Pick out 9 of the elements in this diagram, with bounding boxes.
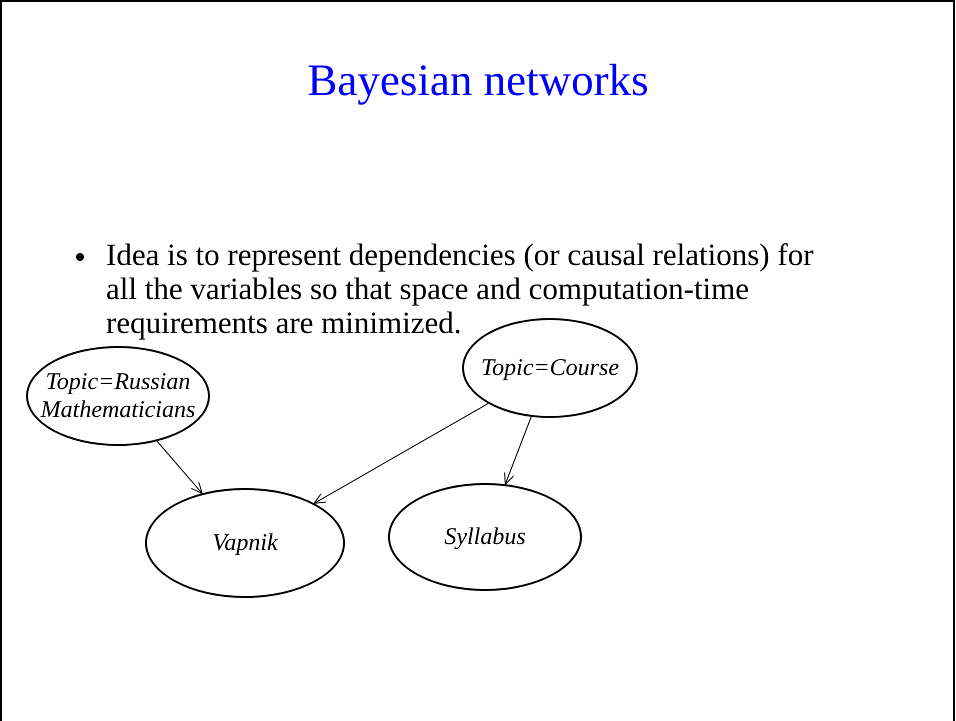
arrow xyxy=(504,416,532,485)
node-label: Topic=Russian Mathematicians xyxy=(39,368,196,424)
node-label: Topic=Course xyxy=(481,354,619,382)
node-label: Vapnik xyxy=(212,529,278,557)
bullet-text: Idea is to represent dependencies (or causal relations) for all the variables so that space and computation-time requirements are minimized. xyxy=(106,238,815,340)
arrow xyxy=(314,403,489,504)
title: Bayesian networks xyxy=(307,54,649,107)
arrow xyxy=(156,440,203,494)
node-label: Syllabus xyxy=(444,523,526,551)
